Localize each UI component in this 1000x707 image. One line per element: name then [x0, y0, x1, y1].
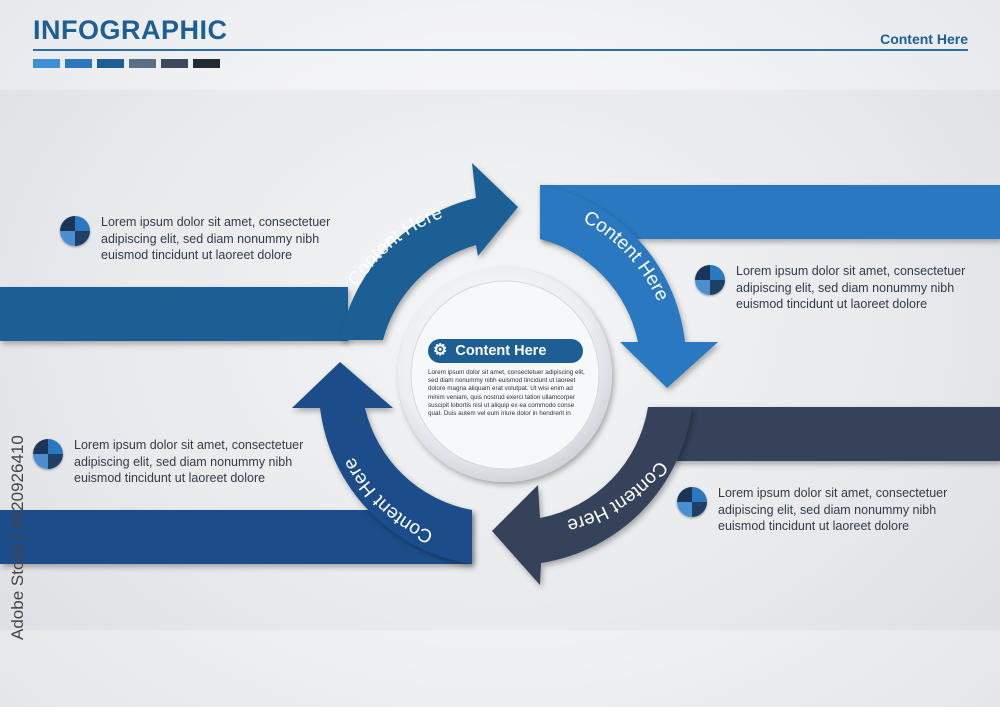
band-top-left [0, 287, 348, 341]
info-block-bottom-left: Lorem ipsum dolor sit amet, consectetuer… [33, 437, 333, 487]
color-swatch-5 [161, 59, 188, 68]
arrow-bottom-left [292, 362, 472, 564]
info-block-top-left: Lorem ipsum dolor sit amet, consectetuer… [60, 214, 360, 264]
gear-icon: ⚙ [433, 342, 448, 359]
color-swatch-6 [193, 59, 220, 68]
center-title: Content Here [455, 343, 547, 359]
info-block-bottom-right: Lorem ipsum dolor sit amet, consectetuer… [677, 485, 977, 535]
arrow-top-left [340, 163, 518, 340]
info-block-top-right: Lorem ipsum dolor sit amet, consectetuer… [695, 263, 995, 313]
center-inner-circle [410, 280, 600, 470]
color-swatch-strip [33, 59, 220, 68]
info-text: Lorem ipsum dolor sit amet, consectetuer… [736, 264, 966, 311]
watermark-side-text: Adobe Stock | #520926410 [8, 435, 27, 640]
info-text: Lorem ipsum dolor sit amet, consectetuer… [101, 215, 331, 262]
band-bottom-right [650, 407, 1000, 461]
header-content-link[interactable]: Content Here [880, 31, 968, 47]
color-swatch-4 [129, 59, 156, 68]
header-divider [33, 49, 968, 51]
pie-bullet-icon [677, 487, 707, 517]
arrow-top-right [540, 185, 718, 388]
color-swatch-3 [97, 59, 124, 68]
arrow-bottom-right [492, 407, 692, 585]
color-swatch-2 [65, 59, 92, 68]
page-title: INFOGRAPHIC [33, 15, 228, 45]
info-text: Lorem ipsum dolor sit amet, consectetuer… [718, 486, 948, 533]
pie-bullet-icon [33, 439, 63, 469]
color-swatch-1 [33, 59, 60, 68]
pie-bullet-icon [695, 265, 725, 295]
center-body-text: Lorem ipsum dolor sit amet, consectetuer… [428, 369, 585, 418]
info-text: Lorem ipsum dolor sit amet, consectetuer… [74, 438, 304, 485]
center-title-badge: ⚙ Content Here [428, 339, 583, 363]
pie-bullet-icon [60, 216, 90, 246]
